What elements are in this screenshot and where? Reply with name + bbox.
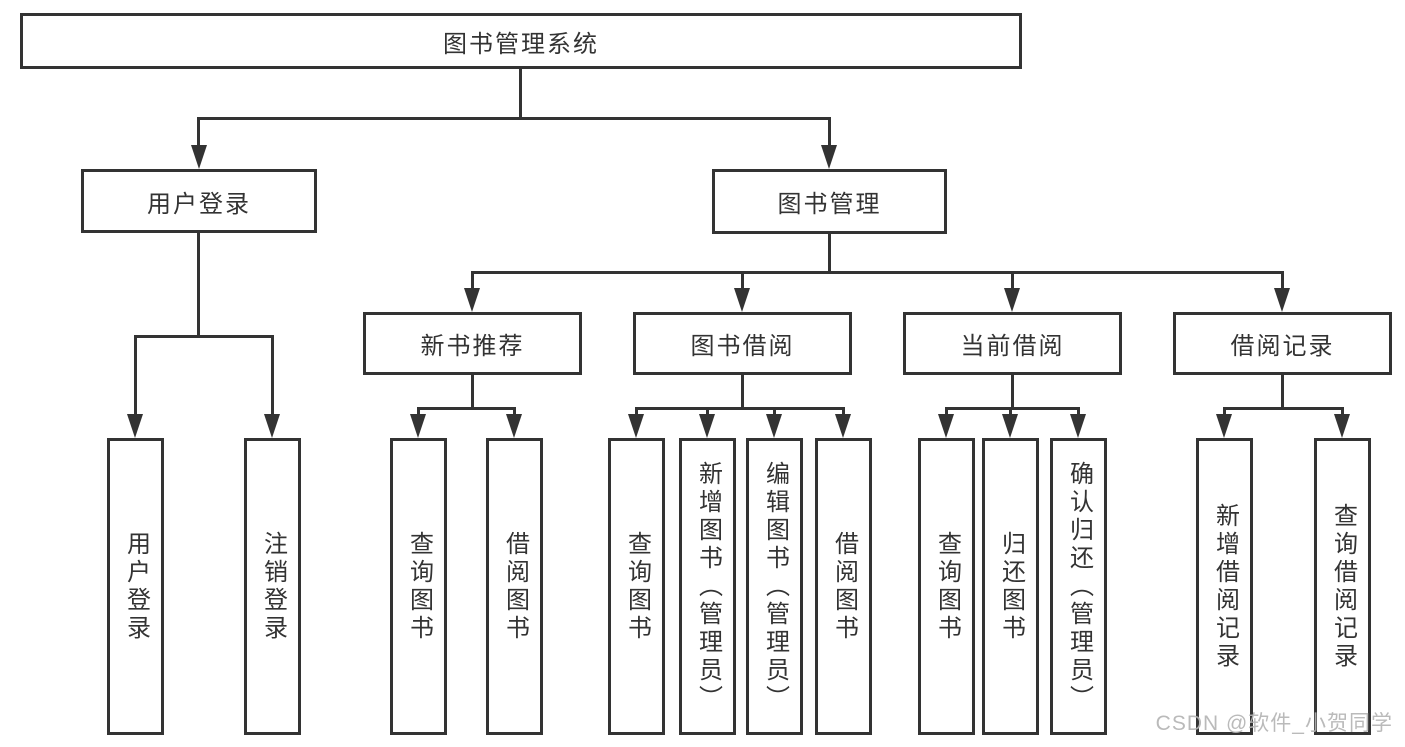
node-new-book-recommend: 新书推荐 <box>363 312 582 375</box>
connector-book-management-stem <box>828 234 831 271</box>
arrow-down-icon <box>1334 414 1350 438</box>
connector-leaf-stem <box>773 407 776 417</box>
arrow-down-icon <box>1216 414 1232 438</box>
leaf-edit-book-admin-label: 编辑图书（管理员） <box>761 460 789 713</box>
connector-to-book-management <box>828 117 831 150</box>
leaf-add-borrow-record-label: 新增借阅记录 <box>1211 502 1239 671</box>
arrow-down-icon <box>410 414 426 438</box>
arrow-down-icon <box>464 288 480 312</box>
leaf-query-books-borrowing-label: 查询图书 <box>623 530 651 643</box>
connector-borrowing-crossbar <box>635 407 845 410</box>
arrow-down-icon <box>1070 414 1086 438</box>
leaf-return-book: 归还图书 <box>982 438 1039 735</box>
connector-leaf-stem <box>1077 407 1080 417</box>
arrow-down-icon <box>127 414 143 438</box>
node-user-login: 用户登录 <box>81 169 317 233</box>
arrow-down-icon <box>699 414 715 438</box>
connector-recommend-crossbar <box>417 407 516 410</box>
connector-root-stem <box>519 69 522 117</box>
leaf-query-books-current: 查询图书 <box>918 438 975 735</box>
connector-leaf-stem <box>842 407 845 417</box>
leaf-return-book-label: 归还图书 <box>997 530 1025 643</box>
leaf-query-books-borrowing: 查询图书 <box>608 438 665 735</box>
connector-leaf-stem <box>1341 407 1344 417</box>
connector-to-borrowing-records <box>1281 271 1284 291</box>
leaf-logout-label: 注销登录 <box>259 530 287 643</box>
arrow-down-icon <box>766 414 782 438</box>
leaf-borrow-books-recommend: 借阅图书 <box>486 438 543 735</box>
arrow-down-icon <box>1004 288 1020 312</box>
arrow-down-icon <box>938 414 954 438</box>
connector-leaf-stem <box>1223 407 1226 417</box>
arrow-down-icon <box>1274 288 1290 312</box>
node-root: 图书管理系统 <box>20 13 1022 69</box>
arrow-down-icon <box>835 414 851 438</box>
leaf-add-book-admin-label: 新增图书（管理员） <box>694 460 722 713</box>
connector-to-book-borrowing <box>741 271 744 291</box>
node-current-borrowing: 当前借阅 <box>903 312 1122 375</box>
node-book-borrowing-label: 图书借阅 <box>690 333 795 360</box>
connector-to-user-login <box>197 117 200 150</box>
leaf-query-books-recommend-label: 查询图书 <box>405 530 433 643</box>
node-root-label: 图书管理系统 <box>443 30 599 58</box>
arrow-down-icon <box>264 414 280 438</box>
leaf-borrow-books-borrowing: 借阅图书 <box>815 438 872 735</box>
connector-leaf-stem <box>513 407 516 417</box>
connector-leaf-stem <box>945 407 948 417</box>
leaf-borrow-books-recommend-label: 借阅图书 <box>501 530 529 643</box>
leaf-query-books-current-label: 查询图书 <box>933 530 961 643</box>
leaf-query-borrow-record: 查询借阅记录 <box>1314 438 1371 735</box>
leaf-logout: 注销登录 <box>244 438 301 735</box>
connector-to-current-borrowing <box>1011 271 1014 291</box>
leaf-confirm-return-admin: 确认归还（管理员） <box>1050 438 1107 735</box>
connector-leaf-stem <box>706 407 709 417</box>
arrow-down-icon <box>1002 414 1018 438</box>
connector-book-management-crossbar <box>471 271 1284 274</box>
node-book-management: 图书管理 <box>712 169 947 234</box>
leaf-query-books-recommend: 查询图书 <box>390 438 447 735</box>
arrow-down-icon <box>821 145 837 169</box>
arrow-down-icon <box>506 414 522 438</box>
connector-to-leaf-logout <box>271 335 274 415</box>
connector-current-stem <box>1011 375 1014 407</box>
connector-user-login-crossbar <box>134 335 274 338</box>
connector-leaf-stem <box>635 407 638 417</box>
node-current-borrowing-label: 当前借阅 <box>960 333 1065 360</box>
node-user-login-label: 用户登录 <box>147 190 251 218</box>
connector-current-crossbar <box>945 407 1080 410</box>
connector-borrowing-stem <box>741 375 744 407</box>
connector-leaf-stem <box>417 407 420 417</box>
leaf-add-book-admin: 新增图书（管理员） <box>679 438 736 735</box>
leaf-user-login: 用户登录 <box>107 438 164 735</box>
leaf-confirm-return-admin-label: 确认归还（管理员） <box>1065 460 1093 713</box>
connector-user-login-stem <box>197 233 200 335</box>
connector-to-new-book-recommend <box>471 271 474 291</box>
node-book-management-label: 图书管理 <box>777 191 882 218</box>
leaf-query-borrow-record-label: 查询借阅记录 <box>1329 502 1357 671</box>
connector-to-leaf-user-login <box>134 335 137 415</box>
watermark: CSDN @软件_小贺同学 <box>1155 712 1393 735</box>
leaf-edit-book-admin: 编辑图书（管理员） <box>746 438 803 735</box>
connector-records-stem <box>1281 375 1284 407</box>
leaf-borrow-books-borrowing-label: 借阅图书 <box>830 530 858 643</box>
leaf-add-borrow-record: 新增借阅记录 <box>1196 438 1253 735</box>
node-new-book-recommend-label: 新书推荐 <box>420 333 525 360</box>
connector-leaf-stem <box>1009 407 1012 417</box>
leaf-user-login-label: 用户登录 <box>122 530 150 643</box>
connector-records-crossbar <box>1223 407 1344 410</box>
node-borrowing-records-label: 借阅记录 <box>1230 333 1335 360</box>
connector-root-crossbar <box>197 117 831 120</box>
node-borrowing-records: 借阅记录 <box>1173 312 1392 375</box>
arrow-down-icon <box>734 288 750 312</box>
arrow-down-icon <box>191 145 207 169</box>
connector-recommend-stem <box>471 375 474 407</box>
node-book-borrowing: 图书借阅 <box>633 312 852 375</box>
arrow-down-icon <box>628 414 644 438</box>
